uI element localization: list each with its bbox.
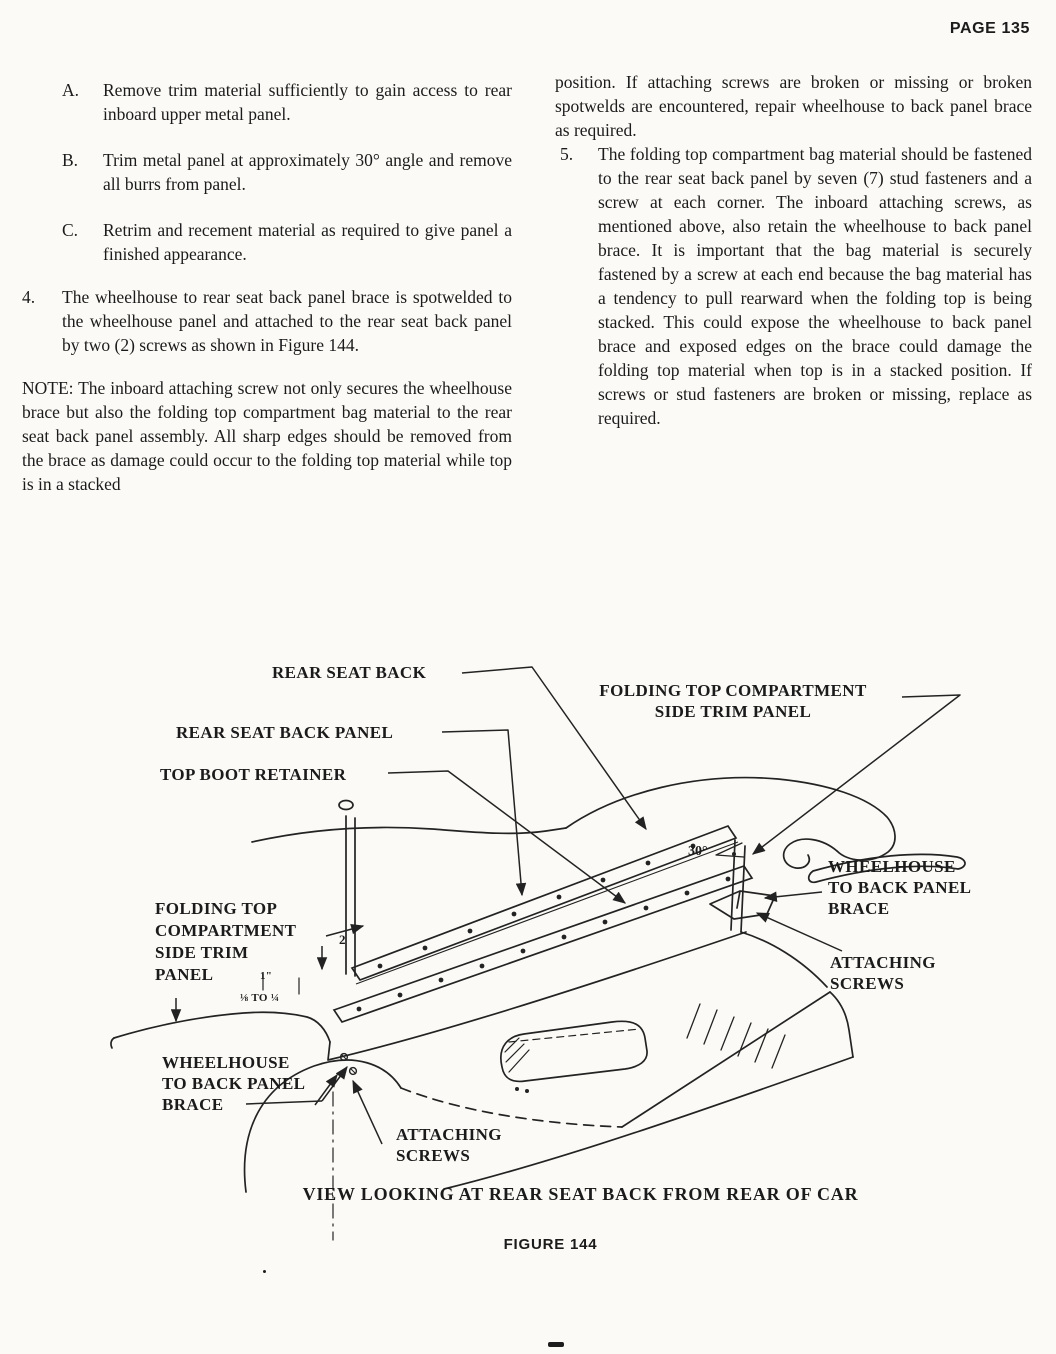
label-folding-top-compartment-right: FOLDING TOP COMPARTMENT SIDE TRIM PANEL bbox=[599, 681, 867, 721]
top-boot-retainer-strip bbox=[350, 824, 738, 982]
label-attaching-screws-bottom: ATTACHING SCREWS bbox=[396, 1125, 502, 1165]
attaching-screws-detail bbox=[339, 1052, 358, 1076]
annotation-30-degrees: 30° bbox=[688, 844, 708, 859]
step-c-label: C. bbox=[62, 220, 79, 240]
label-wheelhouse-brace-right: WHEELHOUSE TO BACK PANEL BRACE bbox=[828, 857, 972, 918]
step-b-label: B. bbox=[62, 150, 79, 170]
leader-rear-seat-back-panel bbox=[441, 729, 527, 897]
page-number: PAGE 135 bbox=[949, 20, 1030, 37]
leader-screws-bottom bbox=[352, 1079, 383, 1145]
label-rear-seat-back-panel: REAR SEAT BACK PANEL bbox=[176, 723, 394, 742]
step-4-label: 4. bbox=[22, 287, 36, 307]
wheelhouse-arc bbox=[243, 1059, 402, 1193]
note-paragraph: NOTE: The inboard attaching screw not on… bbox=[22, 378, 512, 494]
retainer-strips bbox=[332, 824, 754, 1024]
label-rear-seat-back: REAR SEAT BACK bbox=[272, 663, 427, 682]
label-wheelhouse-brace-left: WHEELHOUSE TO BACK PANEL BRACE bbox=[162, 1053, 306, 1114]
figure-144: REAR SEAT BACK FOLDING TOP COMPARTMENT S… bbox=[0, 640, 1056, 1340]
leader-top-boot-retainer bbox=[387, 770, 627, 904]
leader-screws-right bbox=[755, 912, 843, 952]
step-4: 4. The wheelhouse to rear seat back pane… bbox=[22, 285, 512, 357]
scan-artifact-dot bbox=[263, 1270, 266, 1273]
car-body-outline bbox=[110, 776, 966, 1241]
right-column: position. If attaching screws are broken… bbox=[555, 70, 1032, 452]
seat-back-panel-strip bbox=[332, 864, 754, 1024]
leader-folding-top-left bbox=[325, 924, 365, 937]
label-attaching-screws-right: ATTACHING SCREWS bbox=[830, 953, 936, 993]
brace-bracket bbox=[709, 890, 776, 920]
figure-drawing bbox=[110, 666, 966, 1241]
left-column: A. Remove trim material sufficiently to … bbox=[22, 78, 512, 496]
step-a-text: Remove trim material sufficiently to gai… bbox=[103, 80, 512, 124]
label-top-boot-retainer: TOP BOOT RETAINER bbox=[160, 765, 347, 784]
annotation-count-2: 2 bbox=[339, 932, 346, 947]
step-c: C. Retrim and recement material as requi… bbox=[22, 218, 512, 266]
step-a-label: A. bbox=[62, 80, 80, 100]
leader-brace-left bbox=[245, 1100, 323, 1105]
fastener-dots bbox=[356, 843, 736, 1093]
step-b: B. Trim metal panel at approximately 30°… bbox=[22, 148, 512, 196]
annotation-one-inch: 1" bbox=[260, 970, 273, 982]
step-4-text: The wheelhouse to rear seat back panel b… bbox=[62, 287, 512, 355]
step-5-text: The folding top compartment bag material… bbox=[598, 144, 1032, 428]
step-5-label: 5. bbox=[560, 144, 574, 164]
step-b-text: Trim metal panel at approximately 30° an… bbox=[103, 150, 512, 194]
armrest-box bbox=[500, 1020, 648, 1083]
step-5: 5. The folding top compartment bag mater… bbox=[555, 142, 1032, 430]
scan-artifact-bar bbox=[548, 1342, 564, 1347]
seat-back-panel-edge bbox=[327, 931, 747, 1061]
label-folding-top-compartment-left: FOLDING TOP COMPARTMENT SIDE TRIM PANEL bbox=[155, 899, 297, 984]
step-c-text: Retrim and recement material as required… bbox=[103, 220, 512, 264]
continuation-paragraph: position. If attaching screws are broken… bbox=[555, 72, 1032, 140]
leader-rear-seat-back bbox=[461, 666, 647, 831]
step-a: A. Remove trim material sufficiently to … bbox=[22, 78, 512, 126]
annotation-dimension: ⅛ TO ¼ bbox=[240, 992, 280, 1004]
figure-number: FIGURE 144 bbox=[503, 1236, 598, 1253]
leader-arrows bbox=[170, 666, 961, 1145]
figure-caption: VIEW LOOKING AT REAR SEAT BACK FROM REAR… bbox=[302, 1184, 859, 1204]
leader-folding-top-right bbox=[751, 694, 961, 855]
leader-brace-right bbox=[763, 891, 823, 902]
